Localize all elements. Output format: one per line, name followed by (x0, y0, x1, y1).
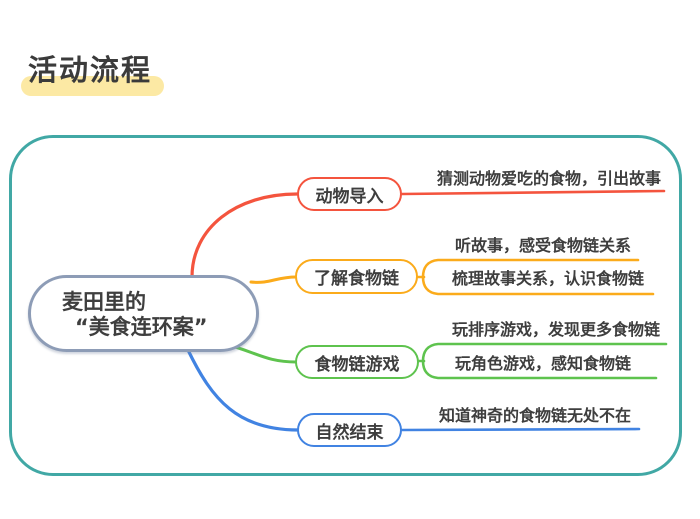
child-text: 玩角色游戏，感知食物链 (455, 354, 632, 373)
title-highlight (21, 76, 164, 96)
branch-node-natural-ending: 自然结束 (297, 413, 402, 447)
branch-node-label: 食物链游戏 (314, 354, 400, 375)
child-text: 梳理故事关系，认识食物链 (452, 269, 645, 288)
branch-4-child-underline (400, 427, 641, 432)
child-text: 猜测动物爱吃的食物，引出故事 (437, 169, 662, 188)
branch-node-learn-food-chain: 了解食物链 (295, 259, 418, 294)
child-text: 听故事，感受食物链关系 (455, 236, 632, 255)
branch-3-bracket-underlines (421, 342, 668, 380)
child-text: 知道神奇的食物链无处不在 (439, 406, 632, 425)
root-node-line2: “美食连环案” (75, 315, 208, 339)
branch-node-label: 自然结束 (315, 422, 384, 443)
branch-1-child-underline (400, 189, 666, 196)
branch-2-bracket-underlines (421, 258, 655, 296)
child-text: 玩排序游戏，发现更多食物链 (452, 320, 661, 339)
branch-2-curve (249, 275, 298, 284)
page-title: 活动流程 (28, 53, 153, 87)
branch-1-curve (190, 192, 299, 279)
root-node: 麦田里的 “美食连环案” (28, 275, 259, 352)
branch-node-animal-intro: 动物导入 (297, 177, 402, 211)
root-node-line1: 麦田里的 (62, 290, 146, 314)
branch-node-food-chain-game: 食物链游戏 (295, 345, 419, 379)
branch-node-label: 动物导入 (315, 186, 384, 207)
branch-4-curve (186, 348, 300, 432)
branch-node-label: 了解食物链 (314, 269, 399, 289)
